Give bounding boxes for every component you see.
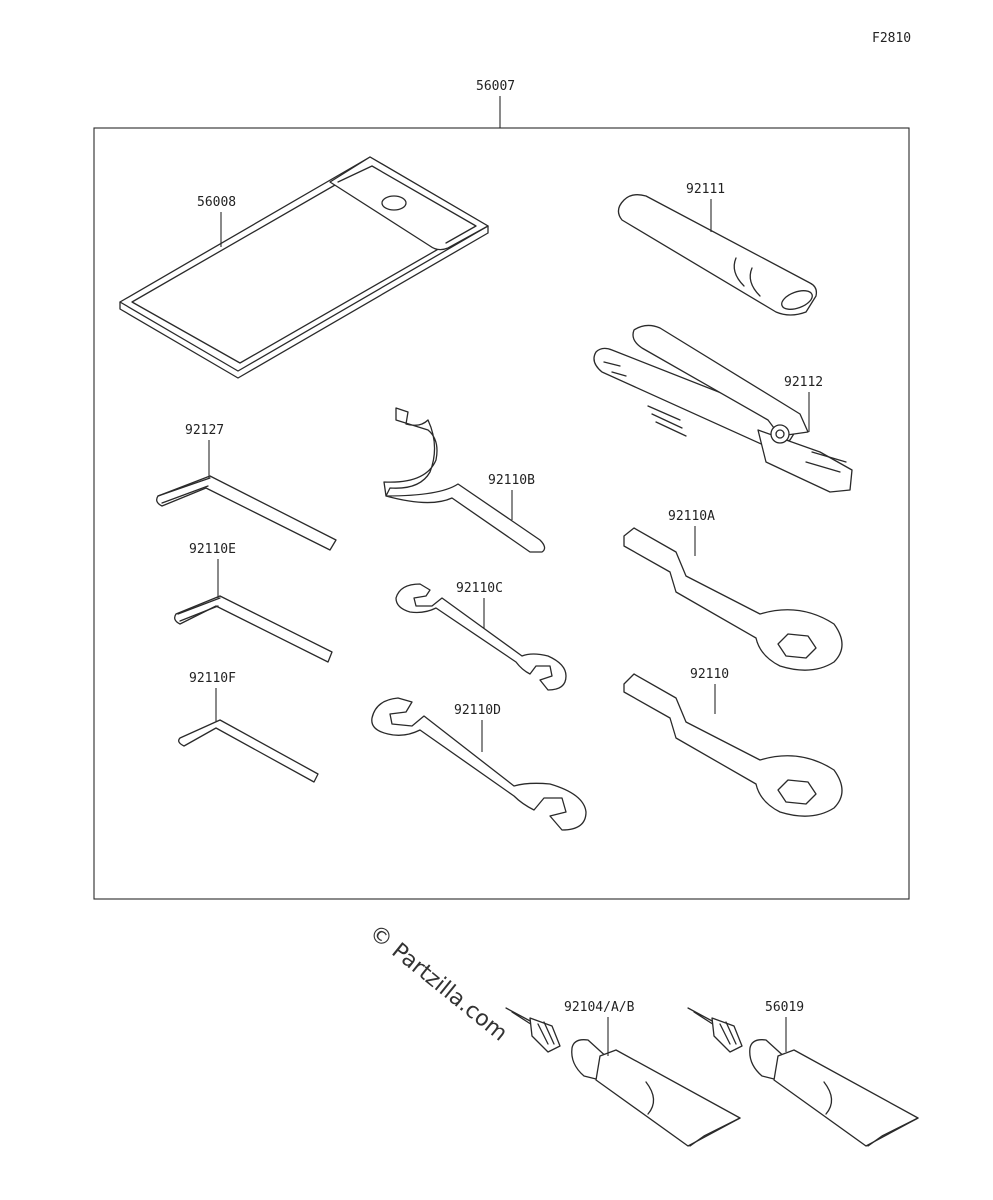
label-92110F[interactable]: 92110F (189, 671, 236, 686)
label-92110E[interactable]: 92110E (189, 542, 236, 557)
part-repair-tube-56019[interactable] (687, 1007, 919, 1147)
label-92112[interactable]: 92112 (784, 375, 823, 390)
label-92110A[interactable]: 92110A (668, 509, 715, 524)
label-92110B[interactable]: 92110B (488, 473, 535, 488)
label-56019[interactable]: 56019 (765, 1000, 804, 1015)
label-92127[interactable]: 92127 (185, 423, 224, 438)
part-open-end-wrench-92110D[interactable] (371, 697, 587, 831)
part-hex-key-92110F[interactable] (178, 719, 319, 783)
part-pliers-92112[interactable] (593, 324, 853, 493)
label-56008[interactable]: 56008 (197, 195, 236, 210)
part-box-wrench-92110[interactable] (623, 673, 843, 817)
part-hook-wrench-92110B[interactable] (383, 407, 546, 553)
label-92104-A-B[interactable]: 92104/A/B (564, 1000, 635, 1015)
label-92111[interactable]: 92111 (686, 182, 725, 197)
figure-code: F2810 (872, 31, 911, 46)
part-open-end-wrench-92110C[interactable] (395, 583, 567, 691)
watermark: © Partzilla.com (364, 920, 512, 1046)
part-hex-key-92127[interactable] (156, 475, 337, 551)
label-92110[interactable]: 92110 (690, 667, 729, 682)
tool-kit-frame (93, 127, 910, 900)
label-56007[interactable]: 56007 (476, 79, 515, 94)
label-92110C[interactable]: 92110C (456, 581, 503, 596)
label-92110D[interactable]: 92110D (454, 703, 501, 718)
part-pouch-56008[interactable] (119, 156, 489, 379)
part-box-wrench-92110A[interactable] (623, 527, 843, 671)
part-hex-key-92110E[interactable] (174, 595, 333, 663)
part-handle-92111[interactable] (617, 194, 818, 316)
part-repair-tube-92104[interactable] (505, 1007, 741, 1147)
